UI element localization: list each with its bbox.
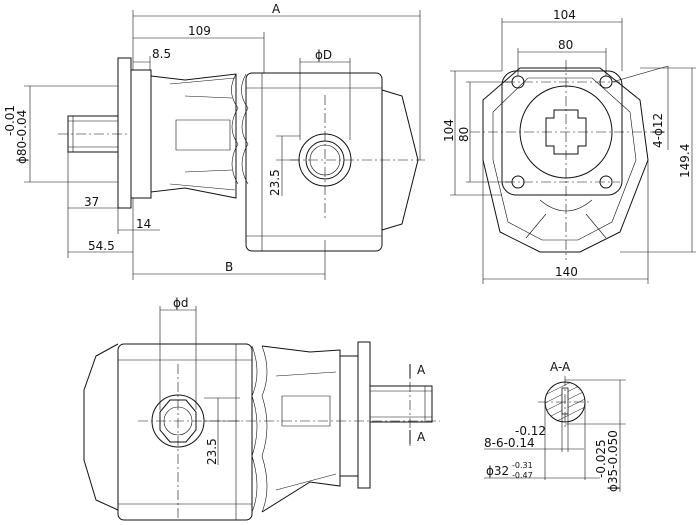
front-view: A 109 8.5 ϕD -0.01 ϕ80-0.04 23.5 37 14 5… [3,2,425,280]
rear-housing [482,67,649,253]
section-title: A-A [550,360,571,374]
dim-8-5: 8.5 [152,47,171,61]
tol-0025: -0.025 [594,439,608,478]
front-cover-bottom [261,345,341,513]
dim-23-5-bottom: 23.5 [205,438,219,465]
phi32-label: ϕ32 [486,464,509,478]
dim-phiD: ϕD [315,48,332,62]
section-mark-top: A [417,363,426,377]
dim-tol-top: -0.01 [3,105,17,136]
dim-149-4: 149.4 [678,144,692,178]
dim-14: 14 [136,217,151,231]
shaft [67,115,119,153]
phi32-upper: -0.31 [512,461,533,470]
dim-23-5-front: 23.5 [268,169,282,196]
side-view: 104 80 104 80 4-ϕ12 149.4 140 [442,8,696,284]
front-cover [150,73,237,199]
port-hex [159,399,197,443]
dim-80-top: 80 [558,38,573,52]
rear-cover-bottom [83,343,119,511]
section-mark-bottom: A [417,430,426,444]
bottom-view: ϕd 23.5 A A [83,296,440,521]
spline-bore [545,109,587,155]
mounting-flange-face [501,70,623,196]
dim-140: 140 [555,265,578,279]
dim-phi80: ϕ80-0.04 [15,110,29,164]
shaft-bottom [369,385,433,423]
port-outer [298,133,352,187]
dim-holes: 4-ϕ12 [651,113,665,148]
dim-109: 109 [188,24,211,38]
flange-bottom [339,355,359,477]
dim-104-top: 104 [553,8,576,22]
phi32-lower: -0.47 [512,471,533,480]
dim-B: B [225,260,233,274]
dim-A: A [272,2,281,16]
flange-boss [130,69,152,199]
pump-body-bottom [117,343,253,521]
pump-body [245,72,383,252]
section-view: A-A -0.12 8-6-0.14 ϕ32 -0.31 -0.47 [484,360,626,492]
flange-plate-bottom [357,341,371,489]
spline-spec: 8-6-0.14 [484,436,535,450]
dim-54-5: 54.5 [88,239,115,253]
dim-phid: ϕd [173,296,189,310]
dim-80-left: 80 [457,127,471,142]
tol-012: -0.12 [515,424,546,438]
phi35-label: ϕ35-0.050 [606,430,620,492]
mounting-flange [117,57,132,209]
dim-37: 37 [84,195,99,209]
dim-104-left: 104 [442,119,456,142]
